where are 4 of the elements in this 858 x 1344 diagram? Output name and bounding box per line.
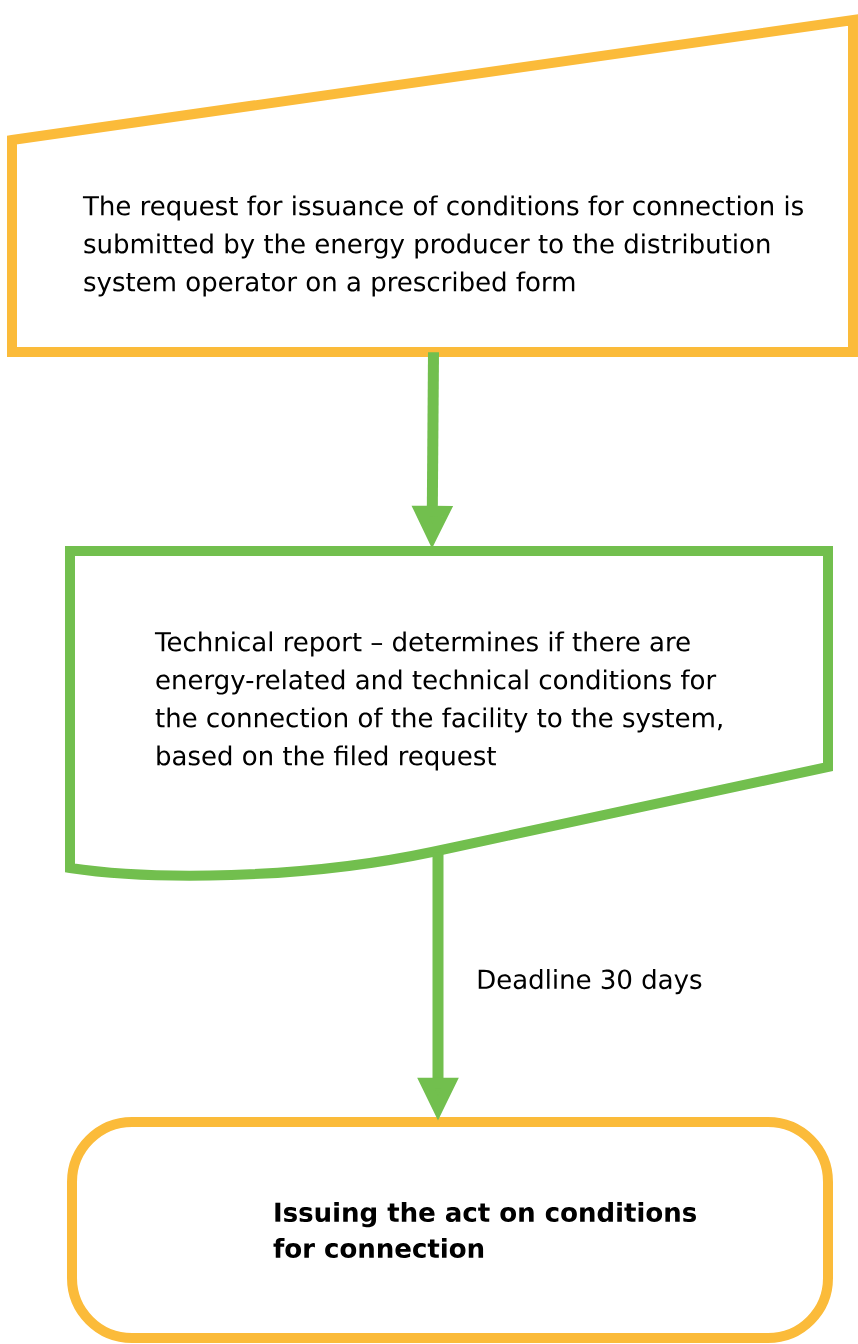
- input-box: The request for issuance of conditions for connection is submitted by the energy producer to the distribution system operator on a prescribed form: [7, 14, 858, 357]
- edge-label: Deadline 30 days: [474, 967, 705, 997]
- rounded-box: Issuing the act on conditions for connection: [67, 1117, 833, 1343]
- document-box: Technical report – determines if there are energy-related and technical conditions for the connection of the facility to the system, based on the filed request: [65, 546, 833, 881]
